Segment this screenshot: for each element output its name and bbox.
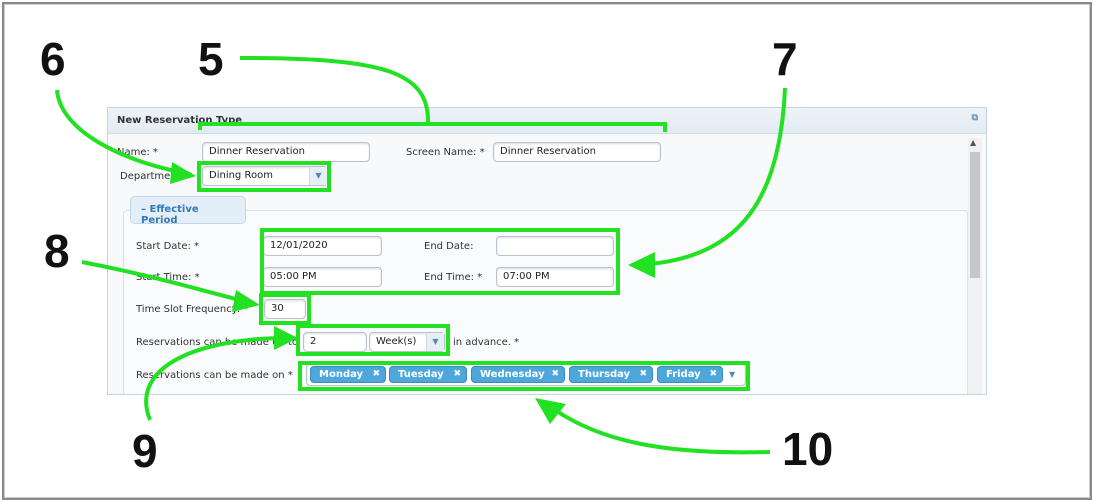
scrollbar-thumb[interactable]	[970, 152, 980, 278]
time-slot-input[interactable]: 30	[264, 299, 306, 319]
end-date-label: End Date:	[424, 241, 474, 252]
remove-icon[interactable]: ✖	[639, 369, 647, 379]
day-tag-label: Tuesday	[398, 369, 444, 380]
chevron-down-icon[interactable]: ▼	[309, 167, 327, 185]
annotation-6: 6	[40, 33, 66, 85]
advance-unit-value: Week(s)	[376, 336, 417, 347]
department-select[interactable]: Dining Room ▼	[202, 166, 328, 186]
scrollbar[interactable]: ▲	[968, 138, 982, 394]
remove-icon[interactable]: ✖	[453, 369, 461, 379]
remove-icon[interactable]: ✖	[372, 369, 380, 379]
day-tag[interactable]: Thursday ✖	[569, 366, 653, 383]
start-time-label: Start Time: *	[136, 272, 200, 283]
annotation-7: 7	[772, 33, 798, 85]
popout-icon[interactable]: ⧉	[971, 113, 978, 123]
day-tag[interactable]: Tuesday ✖	[389, 366, 467, 383]
time-slot-label: Time Slot Frequency: *	[136, 304, 249, 315]
panel-title: New Reservation Type	[117, 115, 243, 126]
chevron-down-icon[interactable]: ▼	[729, 370, 736, 379]
annotation-9: 9	[132, 425, 158, 477]
start-time-input[interactable]: 05:00 PM	[263, 267, 382, 287]
annotation-5: 5	[198, 33, 224, 85]
annotation-10: 10	[782, 423, 834, 475]
day-tag-label: Friday	[666, 369, 701, 380]
day-tag[interactable]: Monday ✖	[310, 366, 386, 383]
name-label: Name: *	[117, 147, 159, 158]
advance-input[interactable]: 2	[303, 332, 367, 352]
screen-name-label: Screen Name: *	[406, 147, 485, 158]
start-date-label: Start Date: *	[136, 241, 200, 252]
end-time-input[interactable]: 07:00 PM	[496, 267, 614, 287]
scroll-up-icon[interactable]: ▲	[970, 138, 977, 147]
chevron-down-icon[interactable]: ▼	[426, 333, 444, 351]
department-label: Department: *	[120, 171, 193, 182]
remove-icon[interactable]: ✖	[709, 369, 717, 379]
day-tag[interactable]: Wednesday ✖	[471, 366, 565, 383]
annotation-8: 8	[44, 225, 70, 277]
name-input[interactable]: Dinner Reservation	[202, 142, 370, 162]
day-tag-label: Wednesday	[480, 369, 545, 380]
end-time-label: End Time: *	[424, 272, 483, 283]
end-date-input[interactable]	[496, 236, 614, 256]
advance-unit-select[interactable]: Week(s) ▼	[369, 332, 445, 352]
day-tag-label: Thursday	[578, 369, 631, 380]
advance-suffix: in advance. *	[453, 337, 520, 348]
panel-header: New Reservation Type ⧉	[108, 108, 986, 134]
new-reservation-type-panel: New Reservation Type ⧉ Name: * Dinner Res…	[107, 107, 987, 395]
start-date-input[interactable]: 12/01/2020	[263, 236, 382, 256]
day-tag-label: Monday	[319, 369, 364, 380]
remove-icon[interactable]: ✖	[551, 369, 559, 379]
day-tag[interactable]: Friday ✖	[657, 366, 723, 383]
effective-period-toggle[interactable]: – Effective Period	[130, 196, 246, 226]
department-value: Dining Room	[209, 170, 273, 181]
screen-name-input[interactable]: Dinner Reservation	[493, 142, 661, 162]
days-label: Reservations can be made on *	[136, 370, 293, 381]
advance-label: Reservations can be made up to	[136, 337, 298, 348]
